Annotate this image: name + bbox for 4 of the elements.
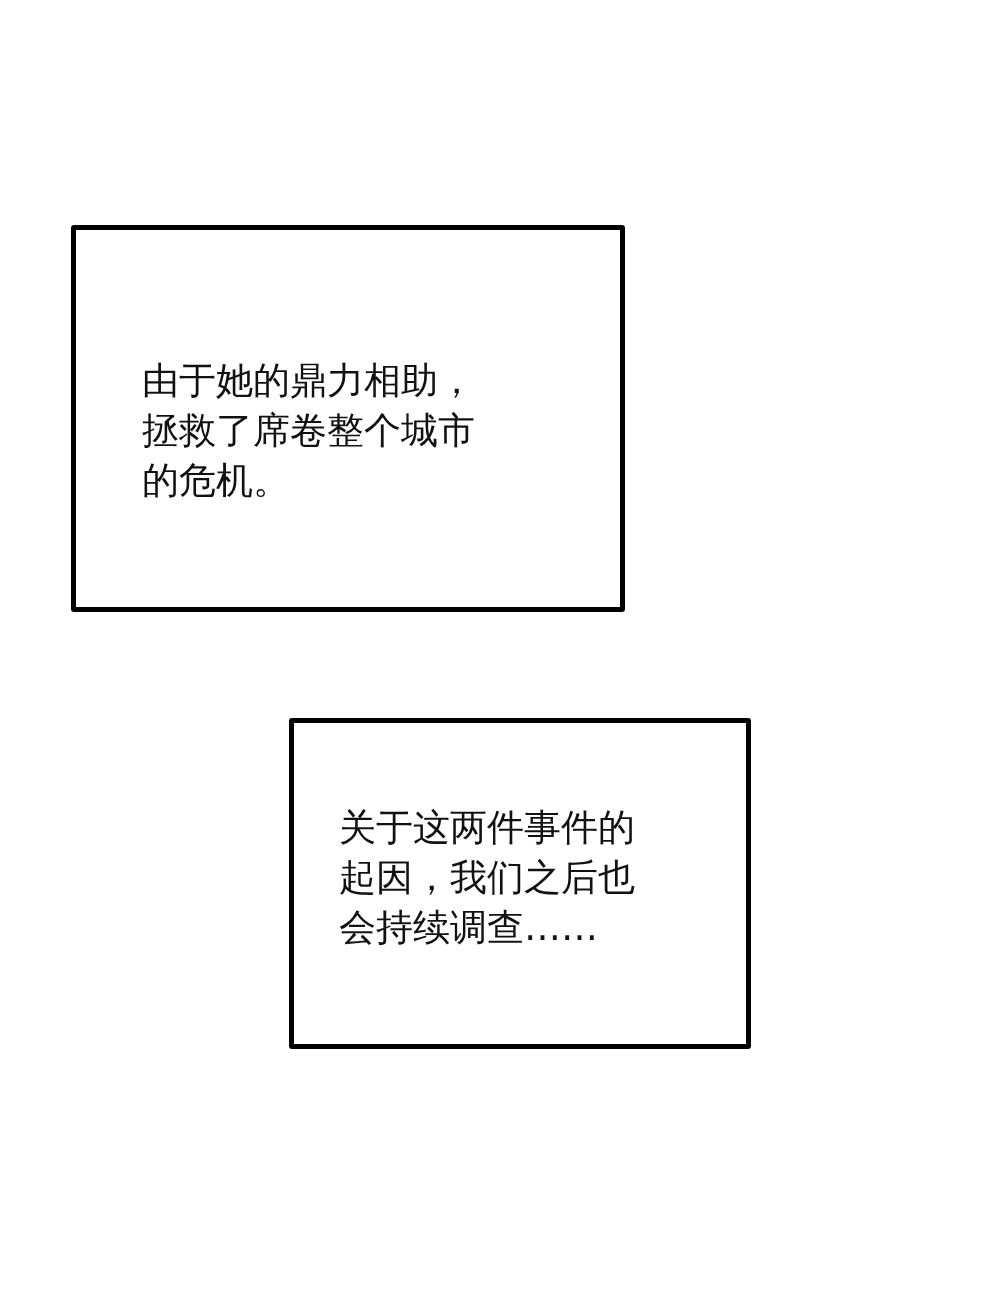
caption-box — [289, 718, 751, 1049]
caption-text: 由于她的鼎力相助，拯救了席卷整个城市的危机。 — [142, 358, 476, 504]
caption-text: 关于这两件事件的起因，我们之后也会持续调查…… — [339, 805, 636, 951]
caption-box — [71, 225, 625, 612]
